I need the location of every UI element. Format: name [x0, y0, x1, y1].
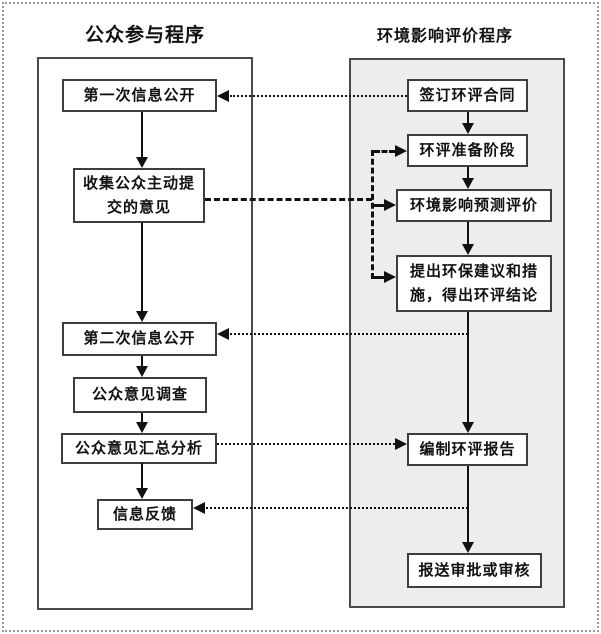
flow-line-l1-l2: [141, 112, 143, 157]
node-impact-prediction: 环境影响预测评价: [396, 189, 552, 222]
flow-line-r2-r3: [467, 167, 469, 178]
dashed-branch-to-prediction: [374, 204, 384, 207]
arrow-down-icon: [462, 123, 474, 134]
node-second-disclosure: 第二次信息公开: [62, 322, 217, 356]
arrow-right-icon: [395, 438, 407, 450]
node-first-disclosure: 第一次信息公开: [62, 79, 217, 112]
arrow-down-icon: [462, 542, 474, 553]
flow-line-r5-r6: [467, 466, 469, 542]
dotted-link-conclusion-to-second-disclosure: [230, 333, 468, 335]
arrow-down-icon: [136, 422, 148, 433]
dotted-link-analysis-to-report: [217, 443, 395, 445]
arrow-left-icon: [193, 502, 205, 514]
arrow-right-icon: [384, 199, 396, 211]
arrow-left-icon: [217, 90, 229, 102]
flow-line-r1-r2: [467, 112, 469, 123]
flow-line-r4-r5: [467, 312, 469, 422]
flow-line-r3-r4: [467, 222, 469, 244]
flow-line-l2-l3: [141, 223, 143, 311]
dashed-link-vertical-branch: [371, 150, 374, 279]
right-column-title: 环境影响评价程序: [376, 28, 513, 45]
dashed-link-collect-opinions-trunk: [205, 198, 372, 201]
node-sign-contract: 签订环评合同: [407, 79, 528, 112]
node-compile-report: 编制环评报告: [407, 433, 528, 466]
dashed-branch-to-proposals: [374, 276, 384, 279]
arrow-down-icon: [136, 488, 148, 499]
arrow-left-icon: [217, 328, 229, 340]
arrow-down-icon: [136, 366, 148, 377]
flow-line-l5-l6: [141, 463, 143, 488]
arrow-down-icon: [136, 311, 148, 322]
node-opinion-analysis: 公众意见汇总分析: [61, 433, 217, 464]
node-feedback: 信息反馈: [97, 499, 193, 530]
flow-line-l3-l4: [141, 356, 143, 366]
arrow-right-icon: [395, 145, 407, 157]
node-collect-opinions: 收集公众主动提交的意见: [73, 168, 205, 223]
arrow-down-icon: [462, 178, 474, 189]
arrow-down-icon: [462, 422, 474, 433]
dotted-link-contract-to-first-disclosure: [230, 95, 407, 97]
arrow-down-icon: [136, 157, 148, 168]
left-column-title: 公众参与程序: [84, 25, 205, 46]
flow-line-l4-l5: [141, 413, 143, 422]
dashed-branch-to-preparation: [374, 150, 395, 153]
node-proposals-conclusion: 提出环保建议和措施，得出环评结论: [396, 255, 552, 312]
node-submit-approval: 报送审批或审核: [407, 553, 542, 588]
dotted-link-report-to-feedback: [206, 507, 468, 509]
node-opinion-survey: 公众意见调查: [73, 377, 207, 413]
node-eia-preparation: 环评准备阶段: [407, 134, 528, 167]
arrow-right-icon: [384, 271, 396, 283]
arrow-down-icon: [462, 244, 474, 255]
